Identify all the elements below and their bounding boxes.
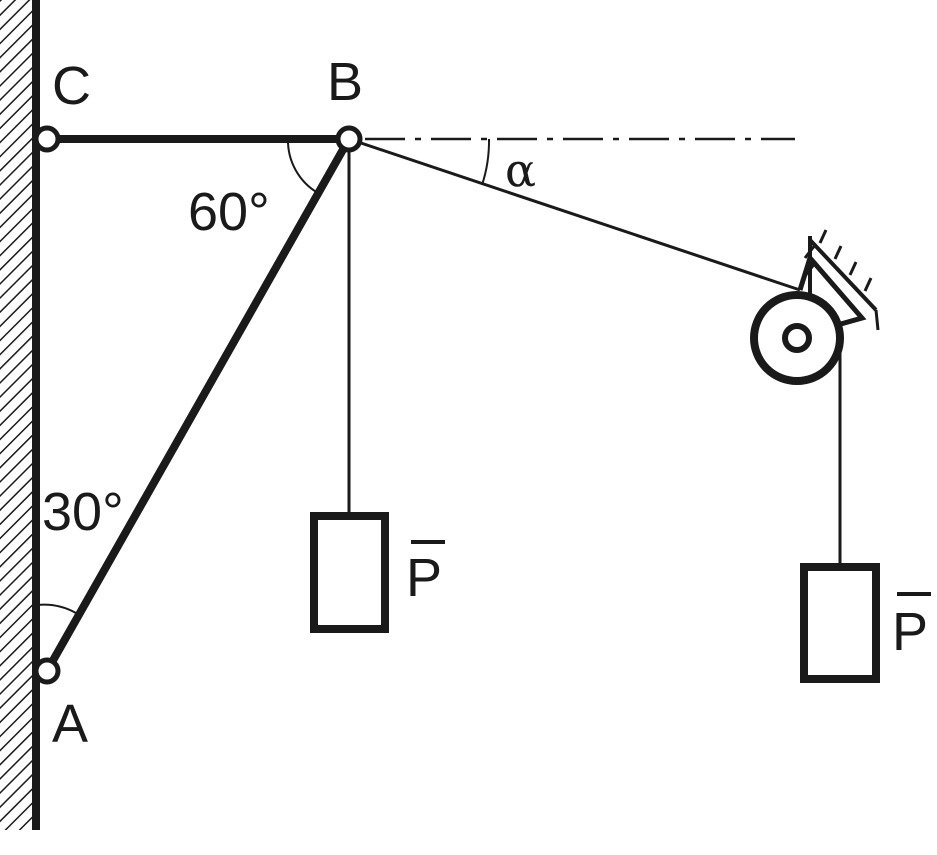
label-c: C [52,56,91,116]
support-hatch-4 [833,245,843,260]
angle-label-60: 60° [188,182,270,242]
angle-arc-alpha [481,138,491,186]
joint-a [33,657,61,685]
support-hatch-3 [818,229,828,244]
joint-b [335,125,363,153]
load-label-right: P [892,602,928,662]
load-label-left-group: P [406,540,445,608]
pulley-axle [782,323,812,353]
label-a: A [52,694,88,754]
bar-ab [43,137,353,673]
weight-right [800,563,880,683]
load-label-right-group: P [892,592,931,662]
joint-c [33,125,61,153]
angle-arc-a [36,603,77,614]
angle-label-30: 30° [42,482,124,542]
wall-hatching [0,0,34,830]
wall [0,0,40,830]
label-b: B [327,52,363,112]
pulley [750,291,844,385]
support-hatch-6 [863,277,873,292]
pulley-support [797,229,880,339]
support-hatch-1 [803,244,817,259]
angle-arc-b [286,138,319,194]
support-wall-line [808,238,878,312]
load-label-left: P [406,548,442,608]
weight-left [310,512,389,633]
rope-b-pulley [348,137,801,292]
support-hatch-7 [874,309,880,331]
angle-label-alpha: α [505,143,536,197]
support-hatch-5 [848,261,858,276]
